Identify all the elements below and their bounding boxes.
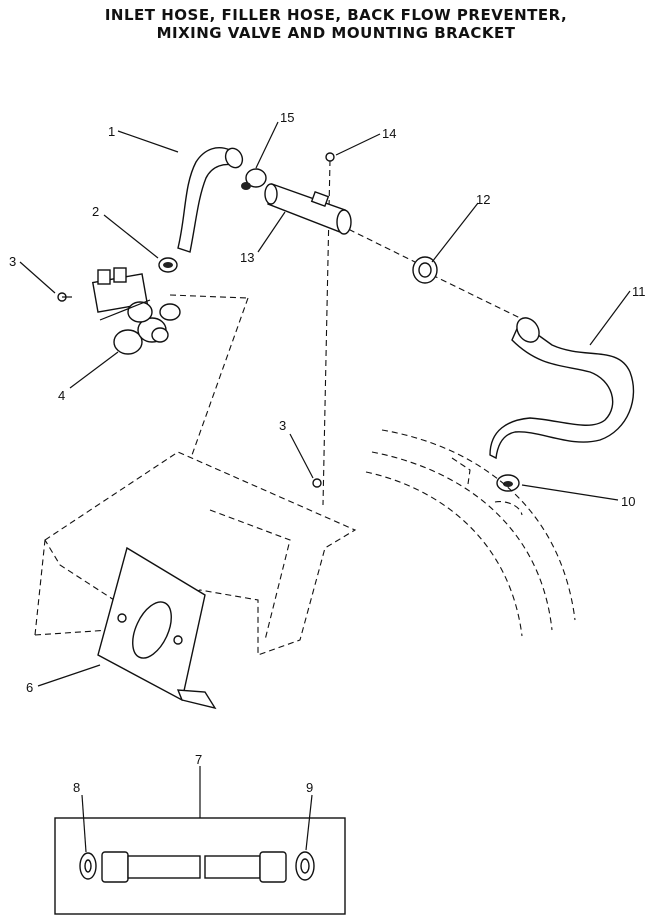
part-6-mounting-bracket xyxy=(97,546,217,710)
assembly-guide-lines xyxy=(169,159,521,506)
part-4-mixing-valve xyxy=(91,267,181,355)
callout-labels: 1 2 3 4 15 14 13 12 11 10 3 6 7 8 9 xyxy=(9,110,646,795)
callout-9: 9 xyxy=(306,780,313,795)
part-9-washer xyxy=(295,851,315,881)
callout-10: 10 xyxy=(621,494,635,509)
callout-11: 11 xyxy=(632,284,646,299)
part-12-clamp xyxy=(412,256,438,284)
part-13-back-flow-preventer xyxy=(264,183,352,235)
callout-2: 2 xyxy=(92,204,99,219)
callout-6: 6 xyxy=(26,680,33,695)
part-14-screw xyxy=(325,152,335,162)
diagram-title-line-2: MIXING VALVE AND MOUNTING BRACKET xyxy=(156,24,516,42)
callout-8: 8 xyxy=(73,780,80,795)
part-10-clamp xyxy=(496,474,520,492)
callout-13: 13 xyxy=(240,250,254,265)
part-3-screw-lower xyxy=(312,478,322,488)
callout-12: 12 xyxy=(476,192,490,207)
part-1-inlet-hose xyxy=(177,147,244,253)
part-2-hose-clamp xyxy=(158,257,178,273)
callout-leader-lines xyxy=(19,121,631,853)
callout-4: 4 xyxy=(58,388,65,403)
callout-3-lower: 3 xyxy=(279,418,286,433)
callout-14: 14 xyxy=(382,126,396,141)
part-15-clamp xyxy=(241,168,267,190)
callout-7: 7 xyxy=(195,752,202,767)
diagram-title-line-1: INLET HOSE, FILLER HOSE, BACK FLOW PREVE… xyxy=(104,6,568,24)
part-3-screw-upper xyxy=(57,292,72,302)
washer-tub-outline xyxy=(365,429,576,637)
callout-3-upper: 3 xyxy=(9,254,16,269)
part-7-hose-kit-box xyxy=(54,817,346,915)
part-11-filler-hose xyxy=(489,317,635,460)
callout-1: 1 xyxy=(108,124,115,139)
callout-15: 15 xyxy=(280,110,294,125)
part-8-washer xyxy=(79,852,97,880)
